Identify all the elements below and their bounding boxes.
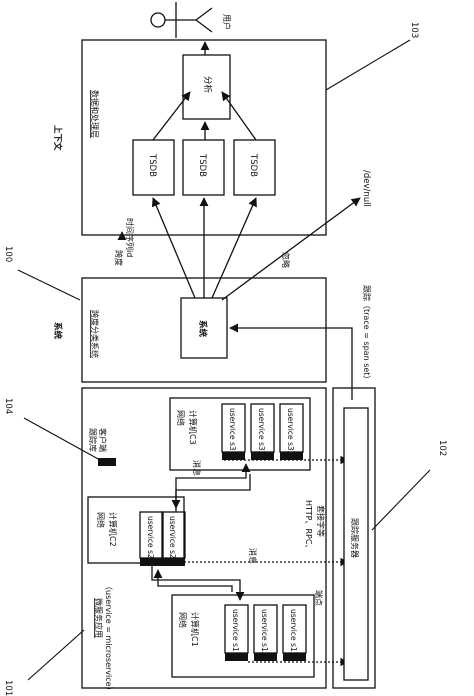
computer-c3-label-1: 网络 xyxy=(176,410,186,426)
dev-null-label: /dev/null xyxy=(361,170,371,207)
ref-100: 100 xyxy=(3,246,13,262)
computer-c1-label-1: 网络 xyxy=(178,612,188,628)
trace-report-arrows xyxy=(184,455,349,667)
service-s13-label: uservice s13 xyxy=(289,609,298,657)
computer-c2-label-1: 网络 xyxy=(96,512,106,528)
tsdb-box-2 xyxy=(182,139,225,196)
microservice-app-label: 微服务应用 xyxy=(94,598,104,638)
microservice-def-label: （uservice = microservice） xyxy=(104,582,113,695)
span-id-label-2: 时间序列id xyxy=(125,218,135,257)
message-label-top: 消息 xyxy=(192,460,202,476)
trace-label: 跟踪（trace = span set） xyxy=(362,285,372,383)
trace-server-label: 跟踪服务器 xyxy=(350,518,360,558)
tsdb-label-1: TSDB xyxy=(147,153,157,177)
service-s11: uservice s11 xyxy=(224,604,249,661)
context-label: 上下文 xyxy=(52,125,63,151)
trace-server-box xyxy=(343,407,369,681)
user-figure-icon xyxy=(150,2,213,38)
message-label-mid: 消息 xyxy=(248,548,258,564)
tsdb-to-analysis-arrows xyxy=(152,41,257,141)
service-s22: uservice s22 xyxy=(161,511,186,566)
span-classifier-label: 跨度分类系统 xyxy=(90,310,100,358)
tsdb-label-2: TSDB xyxy=(197,153,207,177)
ref-104: 104 xyxy=(3,398,13,414)
ref-102: 102 xyxy=(437,440,447,456)
service-s21-label: uservice s21 xyxy=(146,516,155,564)
service-s31: uservice s31 xyxy=(221,403,246,460)
computer-c3-label-2: 计算机C3 xyxy=(188,410,198,445)
service-s32: uservice s32 xyxy=(250,403,275,460)
microservice-app-box xyxy=(81,387,327,689)
service-s31-label: uservice s31 xyxy=(228,408,237,456)
service-s32-label: uservice s32 xyxy=(257,408,266,456)
ref-103: 103 xyxy=(409,22,419,38)
user-label: 用户 xyxy=(222,14,232,30)
service-s11-label: uservice s11 xyxy=(231,609,240,657)
computer-c2-label-2: 计算机C2 xyxy=(108,512,118,547)
tsdb-label-3: TSDB xyxy=(248,153,258,177)
trace-return-arrow xyxy=(229,323,353,400)
service-s13: uservice s13 xyxy=(282,604,307,661)
service-s12: uservice s12 xyxy=(253,604,278,661)
system-side-label: 系统 xyxy=(52,322,63,340)
service-s12-label: uservice s12 xyxy=(260,609,269,657)
tracing-lib-marker-icon xyxy=(98,458,116,466)
service-s22-label: uservice s22 xyxy=(168,516,177,564)
http-label-1: HTTP、RPC、 xyxy=(304,500,313,552)
tracing-lib-label-1: 跟踪库 xyxy=(88,428,98,452)
system-box-label: 系统 xyxy=(197,320,208,338)
service-s33: uservice s33 xyxy=(279,403,304,460)
system-output-arrows xyxy=(117,197,361,301)
endpoint-label: 端点 xyxy=(314,590,324,606)
service-s33-label: uservice s33 xyxy=(286,408,295,456)
computer-c3-box xyxy=(169,397,311,471)
ref-101: 101 xyxy=(3,680,13,696)
data-layer-label: 数据和处理层 xyxy=(90,90,100,138)
service-s21: uservice s21 xyxy=(139,511,164,566)
http-label-2: 套接字等 xyxy=(316,505,326,537)
message-arrows xyxy=(151,463,251,601)
analysis-label: 分析 xyxy=(202,76,213,94)
tsdb-box-3 xyxy=(233,139,276,196)
reference-leader-lines xyxy=(17,39,431,681)
computer-c1-label-2: 计算机C1 xyxy=(190,612,200,647)
tracing-lib-label-2: 客户端 xyxy=(98,428,108,452)
ignore-label: 忽略 xyxy=(281,252,291,268)
computer-c2-box xyxy=(87,496,185,564)
trace-server-outer-box xyxy=(332,387,376,689)
analysis-box xyxy=(182,54,231,120)
span-id-label-1: 跨度 xyxy=(114,250,124,266)
